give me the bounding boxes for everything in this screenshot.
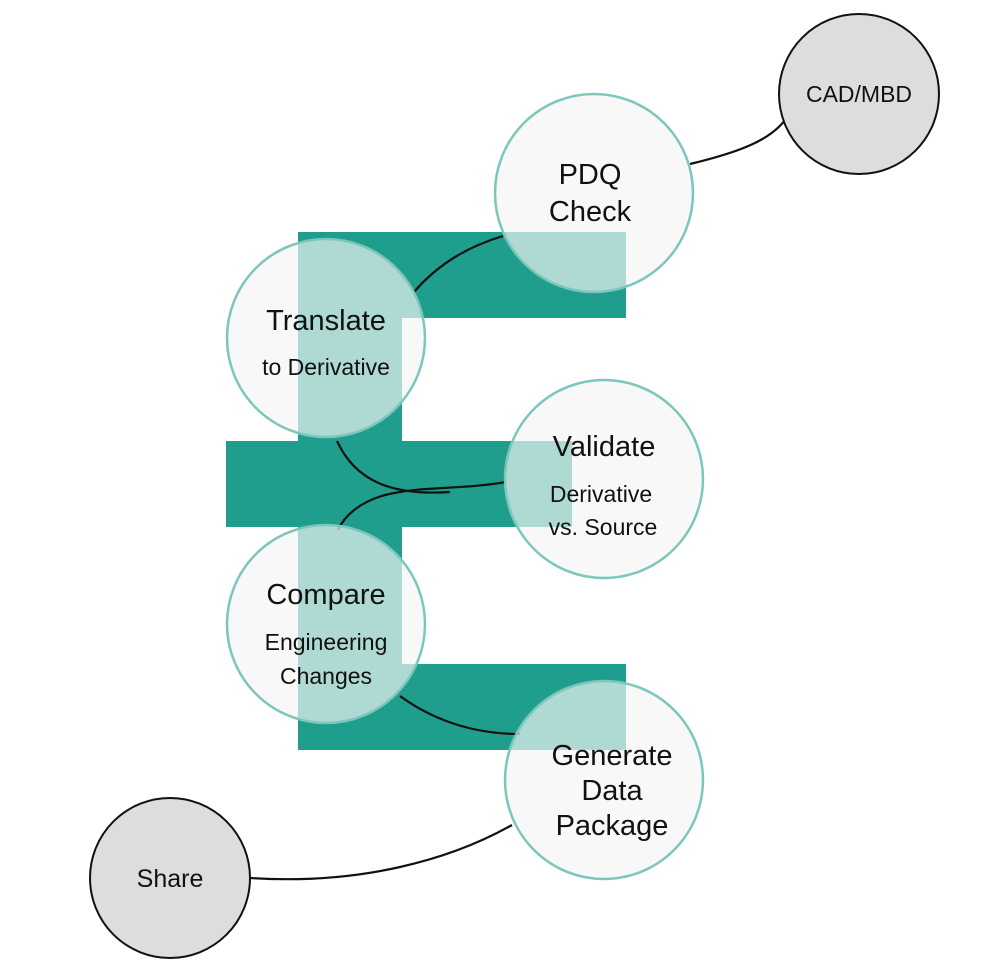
compare-line2: Engineering [265,629,388,655]
pdq-check-line2: Check [549,196,632,228]
connector-cad-pdq [689,119,786,166]
translate-line2: to Derivative [262,354,390,380]
node-generate-data-package[interactable]: Generate Data Package [503,679,705,881]
node-cad-mbd[interactable]: CAD/MBD [778,13,940,175]
validate-line1: Validate [553,431,656,463]
compare-line3: Changes [280,663,372,689]
node-translate[interactable]: Translate to Derivative [225,237,427,439]
generate-line1: Generate [552,740,673,772]
share-circle [89,797,251,959]
compare-line1: Compare [266,579,385,611]
generate-circle [503,679,705,881]
pdq-check-line1: PDQ [559,159,622,191]
pdq-check-circle [493,92,695,294]
validate-line2: Derivative [550,481,652,507]
compare-circle [225,523,427,725]
node-compare[interactable]: Compare Engineering Changes [225,523,427,725]
connector-generate-share [249,824,513,881]
node-share[interactable]: Share [89,797,251,959]
connector-pdq-translate [413,234,504,293]
connector-validate-compare [337,480,507,531]
node-pdq-check[interactable]: PDQ Check [493,92,695,294]
translate-circle [225,237,427,439]
cad-mbd-circle [778,13,940,175]
generate-line2: Data [581,775,643,807]
generate-line3: Package [556,810,669,842]
share-label: Share [137,865,204,893]
validate-line3: vs. Source [549,514,658,540]
connectors [249,119,786,881]
validate-circle [503,378,705,580]
cad-mbd-label: CAD/MBD [806,81,912,107]
connector-compare-generate [399,695,521,736]
translate-line1: Translate [266,305,386,337]
connector-translate-validate [336,440,451,494]
node-validate[interactable]: Validate Derivative vs. Source [503,378,705,580]
